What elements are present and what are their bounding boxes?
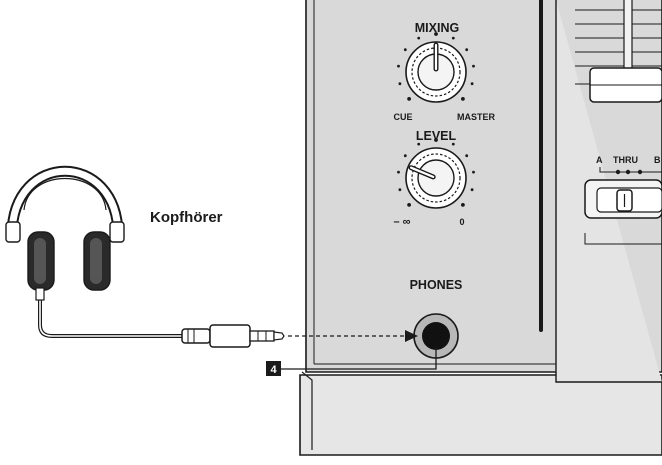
callout-4-number: 4 [270, 364, 277, 376]
level-scale-dot [461, 203, 465, 207]
level-scale-dot [472, 170, 475, 174]
mixing-scale-dot [417, 36, 421, 40]
mixer-front-edge [299, 374, 662, 456]
headphone-cable [38, 288, 187, 338]
level-pointer [410, 166, 435, 178]
level-scale-dot [397, 170, 400, 174]
level-scale-dots [397, 138, 475, 207]
phones-label: PHONES [410, 278, 463, 292]
mixing-scale-dots [397, 32, 475, 101]
crossfader-assign-switch-group: A THRU B [584, 155, 662, 245]
mixing-master-label: MASTER [457, 112, 496, 122]
mixing-knob-group: MIXING CUE MASTER [393, 21, 495, 122]
level-scale-dot [451, 142, 455, 146]
mixing-scale-dot [434, 32, 438, 36]
mixing-scale-dot [403, 48, 407, 52]
mixing-scale-dot [407, 97, 411, 101]
assign-label-a: A [596, 155, 603, 165]
headphone-plug [181, 324, 285, 348]
level-scale-dot [407, 203, 411, 207]
mixing-scale-dot [397, 64, 400, 68]
mixing-scale-dot [472, 64, 475, 68]
mixing-scale-dot [465, 48, 469, 52]
mixing-cue-label: CUE [393, 112, 412, 122]
mixing-scale-dot [451, 36, 455, 40]
level-scale-dot [403, 154, 407, 158]
level-scale-dot [398, 188, 402, 192]
mixing-label: MIXING [415, 21, 459, 35]
mixing-scale-dot [398, 82, 402, 86]
phones-jack-group: PHONES [410, 278, 463, 359]
level-scale-dot [470, 188, 474, 192]
channel-fader [575, 0, 662, 103]
callout-4: 4 [266, 346, 437, 376]
level-knob-indicator [408, 165, 436, 180]
level-scale-dot [465, 154, 469, 158]
level-scale-dot [417, 142, 421, 146]
mixing-scale-dot [461, 97, 465, 101]
headphones-label: Kopfhörer [150, 209, 223, 226]
level-scale-dot [434, 138, 438, 142]
phones-jack[interactable] [422, 322, 450, 350]
mixing-scale-dot [470, 82, 474, 86]
insertion-arrow [288, 330, 418, 342]
level-label: LEVEL [416, 129, 457, 143]
assign-label-thru: THRU [613, 155, 638, 165]
callout-4-badge [266, 361, 281, 376]
level-knob-group: LEVEL – ∞ 0 [393, 129, 475, 228]
assign-label-b: B [654, 155, 661, 165]
headphones-icon [5, 165, 125, 301]
level-max-label: 0 [459, 217, 464, 227]
level-min-label: – ∞ [393, 216, 410, 228]
